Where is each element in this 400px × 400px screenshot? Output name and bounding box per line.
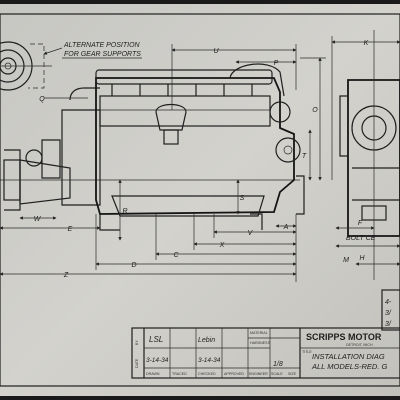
side-notes-box: 4- 3/ 3/ [381,289,400,331]
row-label-by: BY [135,340,139,345]
traced-by: Lebin [198,337,215,344]
col-traced: TRACED [172,372,187,376]
side-note-3: 3/ [385,321,392,328]
dim-k: K [364,40,369,47]
col-approved: APPROVED [224,372,244,376]
dim-t: T [302,153,307,160]
company-name: SCRIPPS MOTOR [306,332,382,342]
dim-m: M [343,257,349,264]
dimension-lines [0,36,400,282]
side-note-2: 3/ [385,310,392,317]
dim-o: O [312,107,318,114]
alternate-position-callout: ALTERNATE POSITION FOR GEAR SUPPORTS [43,42,142,59]
dim-z: Z [63,272,69,279]
title-line-2: ALL MODELS-RED. G [311,362,387,371]
dim-a: A [283,224,289,231]
border-frame [0,13,400,387]
dim-u: U [213,48,219,55]
callout-line-2: FOR GEAR SUPPORTS [64,51,141,58]
dim-e: E [68,226,73,233]
col-size: SIZE [288,372,297,376]
drawn-by: LSL [149,335,163,344]
dim-w: W [34,216,42,223]
col-scale: SCALE [271,372,283,376]
gear-support-alternate [0,41,52,91]
title-label: TITLE [302,350,312,354]
dim-c: C [173,252,179,259]
paper [0,4,400,396]
traced-date: 3-14-34 [198,357,221,364]
side-note-1: 4- [385,299,392,306]
dimension-labels: U P K Q O T W E R S V X A C D Z F H M BO… [34,40,376,279]
dim-v: V [248,230,254,237]
title-line-1: INSTALLATION DIAG [312,352,385,361]
dim-p: P [274,60,279,67]
drawn-date: 3-14-34 [146,357,169,364]
col-checked: CHECKED [198,372,216,376]
col-engineer: ENGINEER [249,372,268,376]
hardness-label: HARDNESS [250,341,271,345]
dim-x: X [219,242,225,249]
dim-d: D [131,262,136,269]
scale-value: 1/8 [273,361,283,368]
dim-r: R [122,208,127,215]
engine-end-elevation [339,30,400,280]
dim-f: F [358,220,363,227]
dim-h: H [359,255,365,262]
title-block: BY DATE LSL Lebin 3-14-34 3-14-34 MATERI… [131,327,400,379]
col-drawn: DRAWN [146,372,160,376]
bolt-center-note: BOLT CE [346,235,376,242]
dim-q: Q [39,96,45,103]
dim-s: S [240,195,245,202]
company-city: DETROIT, MICH [346,343,373,347]
callout-line-1: ALTERNATE POSITION [63,42,141,49]
engine-side-elevation [0,63,305,231]
material-label: MATERIAL [250,331,268,335]
row-label-date: DATE [135,358,139,368]
